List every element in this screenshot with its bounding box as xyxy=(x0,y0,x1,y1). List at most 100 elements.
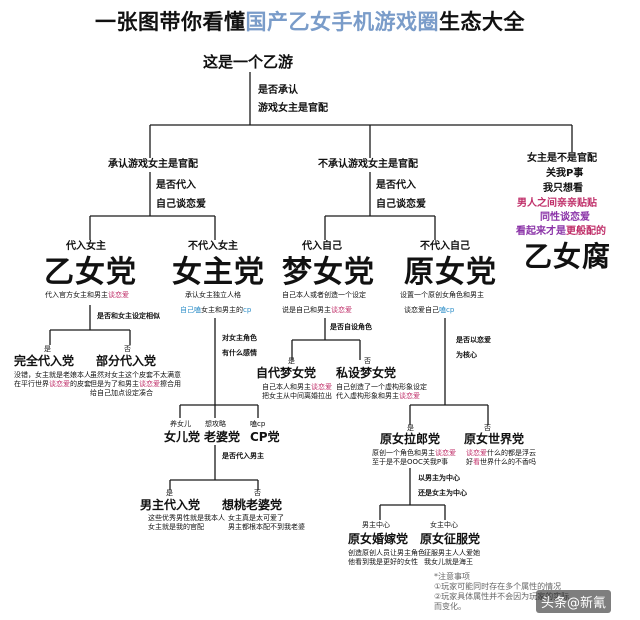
yinv-yes: 是 xyxy=(44,345,51,353)
notes-title: *注意事项 xyxy=(434,572,470,581)
right-text-purple-2a: 看起来才是 xyxy=(516,226,566,237)
zidai-mengnv-desc: 自己本人和男主谈恋爱 把女主从中间离婚拉出 xyxy=(262,383,332,401)
xiangtiao-title: 想桃老婆党 xyxy=(222,498,283,512)
mengnv-desc2a: 说是自己和男主 xyxy=(282,306,331,314)
part-d2a: 但是为了和男主 xyxy=(90,379,139,388)
right-text-purple-2: 看起来才是更般配的 xyxy=(516,227,606,237)
shijie-d2: 好看世界什么的不香吗 xyxy=(466,458,536,467)
yuannv-cp: 谈恋爱自己嗑cp xyxy=(404,307,454,314)
lalang-title: 原女拉郎党 xyxy=(380,432,441,446)
watermark: 头条@新氰 xyxy=(536,590,612,613)
nvzhu-title: 女主党 xyxy=(172,255,265,290)
zidai-d2: 把女主从中间离婚拉出 xyxy=(262,391,332,400)
nvzhu-question-1: 对女主角色 xyxy=(222,334,257,342)
nvzhu-tag: 不代入女主 xyxy=(188,241,238,252)
laopo-dang: 老婆党 xyxy=(204,430,241,444)
yuannv-question-2: 为核心 xyxy=(456,351,477,359)
part-d2b: 谈恋爱 xyxy=(139,379,160,388)
xiangtiao-desc: 女主真是太可爱了 男主都根本配不到我老婆 xyxy=(228,514,305,532)
nanzhu-dai-ru-desc: 这些优秀男性就是我本人 女主就是我的官配 xyxy=(148,514,225,532)
zidai-d1: 自己本人和男主谈恋爱 xyxy=(262,383,332,392)
sishe-d2: 代入虚构形象和男主谈恋爱 xyxy=(336,392,427,401)
nvzhu-zhongxin-label: 女主中心 xyxy=(430,521,458,529)
notes-block: *注意事项 ①玩家可能同时存在多个属性的情况 ②玩家具体属性并不会因为玩家的实际… xyxy=(434,572,569,612)
part-d2: 但是为了和男主谈恋爱擦合用 xyxy=(90,380,181,389)
mengnv-title: 梦女党 xyxy=(282,255,375,290)
sishe-mengnv-desc: 自己创造了一个虚构形象设定 代入虚构形象和男主谈恋爱 xyxy=(336,383,427,401)
nvzhu-cp-b: 女主和男主的 xyxy=(201,306,243,314)
kecp-label: 嗑cp xyxy=(250,420,266,428)
yuannv-desc: 设置一个原创女角色和男主 xyxy=(400,291,484,299)
page-title: 一张图带你看懂国产乙女手机游戏圈生态大全 xyxy=(95,12,525,33)
zhengfu-desc: 征服男主人人爱她 我女儿就是海王 xyxy=(424,549,480,567)
nvzhu-no: 否 xyxy=(254,489,261,497)
reject-question-1: 是否代入 xyxy=(376,180,416,191)
shijie-d2b: 看 xyxy=(473,457,480,466)
full-dai-ru-desc-1: 没错，女主就是老娘本人 xyxy=(14,371,91,379)
shijie-desc: 谈恋爱什么的都是浮云 好看世界什么的不香吗 xyxy=(466,449,536,467)
mengnv-desc2b: 谈恋爱 xyxy=(331,306,352,314)
nvzhu-yes: 是 xyxy=(166,489,173,497)
shijie-d1a: 谈恋爱 xyxy=(466,449,487,457)
nvzhu-cp: 自己嗑女主和男主的cp xyxy=(180,307,251,314)
yuannv-cp-b: 嗑cp xyxy=(439,306,455,314)
nvzhu-question-2: 有什么感情 xyxy=(222,349,257,357)
yuannv-cp-a: 谈恋爱自己 xyxy=(404,306,439,314)
yinv-no: 否 xyxy=(124,345,131,353)
cp-dang: CP党 xyxy=(250,430,280,444)
yuannv-yes: 是 xyxy=(407,424,414,432)
lalang-d1: 原创一个角色和男主谈恋爱 xyxy=(372,449,456,458)
yinv-question: 是否和女主设定相似 xyxy=(97,312,160,320)
right-question-1: 女主是不是官配 xyxy=(527,153,597,164)
title-prefix: 一张图带你看懂 xyxy=(95,10,246,34)
mengnv-yes: 是 xyxy=(288,357,295,365)
zidai-d1a: 自己本人和男主 xyxy=(262,383,311,391)
full-d2c: 的皮套 xyxy=(70,379,91,388)
nvzhu-cp-a: 自己嗑 xyxy=(180,306,201,314)
root-question-1: 是否承认 xyxy=(258,85,298,96)
full-dai-ru-desc-2: 在平行世界谈恋爱的皮套 xyxy=(14,380,91,389)
sishe-mengnv-title: 私设梦女党 xyxy=(336,366,397,380)
zidai-d1b: 谈恋爱 xyxy=(311,383,332,391)
hunjia-d2: 他看到我是更好的女性 xyxy=(348,557,418,566)
lalang-desc: 原创一个角色和男主谈恋爱 至于是不是OOC关我P事 xyxy=(372,449,456,467)
zidai-mengnv-title: 自代梦女党 xyxy=(256,366,317,380)
part-d3: 给自己加点设定凑合 xyxy=(90,388,153,397)
zhengfu-title: 原女征服党 xyxy=(420,532,481,546)
sishe-d2b: 谈恋爱 xyxy=(399,391,420,400)
lalang-d2: 至于是不是OOC关我P事 xyxy=(372,457,449,466)
zhengfu-d1: 征服男主人人爱她 xyxy=(424,549,480,557)
right-text-purple-2b: 更般配的 xyxy=(566,226,606,237)
mengnv-desc: 自己本人或者创造一个设定 xyxy=(282,291,366,299)
nvzhu-cp-c: cp xyxy=(243,306,252,314)
part-d1: 虽然对女主这个皮套不太满意 xyxy=(90,371,181,379)
mengnv-question: 是否自设角色 xyxy=(330,323,372,331)
nanzhu-zhongxin-label: 男主中心 xyxy=(362,521,390,529)
root-question-2: 游戏女主是官配 xyxy=(258,103,328,114)
xiangtiao-d1: 女主真是太可爱了 xyxy=(228,514,284,522)
nanzhu-d1: 这些优秀男性就是我本人 xyxy=(148,514,225,522)
notes-3: 而变化。 xyxy=(434,602,466,611)
approve-question-1: 是否代入 xyxy=(156,180,196,191)
full-dai-ru-title: 完全代入党 xyxy=(14,354,75,368)
yuannv-question-4: 还是女主为中心 xyxy=(418,489,467,497)
yuannv-no: 否 xyxy=(484,424,491,432)
yinv-desc: 代入官方女主和男主谈恋爱 xyxy=(45,292,129,299)
right-text-pink: 男人之间亲亲贴贴 xyxy=(517,198,597,209)
yuannv-question-1: 是否以恋爱 xyxy=(456,336,491,344)
title-highlight: 国产乙女手机游戏圈 xyxy=(245,10,439,34)
approve-question-2: 自己谈恋爱 xyxy=(156,199,206,210)
nver-dang: 女儿党 xyxy=(164,430,201,444)
haogong-label: 想攻略 xyxy=(205,420,226,428)
full-d2a: 在平行世界 xyxy=(14,379,49,388)
lalang-d1b: 谈恋爱 xyxy=(435,449,456,457)
yinv-tag: 代入女主 xyxy=(66,241,106,252)
yuannv-title: 原女党 xyxy=(404,255,497,290)
full-d2b: 谈恋爱 xyxy=(49,379,70,388)
full-dai-ru-desc: 没错，女主就是老娘本人 在平行世界谈恋爱的皮套 xyxy=(14,371,91,389)
notes-1: ①玩家可能同时存在多个属性的情况 xyxy=(434,582,562,591)
shijie-title: 原女世界党 xyxy=(464,432,525,446)
shijie-d2c: 世界什么的不香吗 xyxy=(480,457,536,466)
yinv-title: 乙女党 xyxy=(44,255,137,290)
